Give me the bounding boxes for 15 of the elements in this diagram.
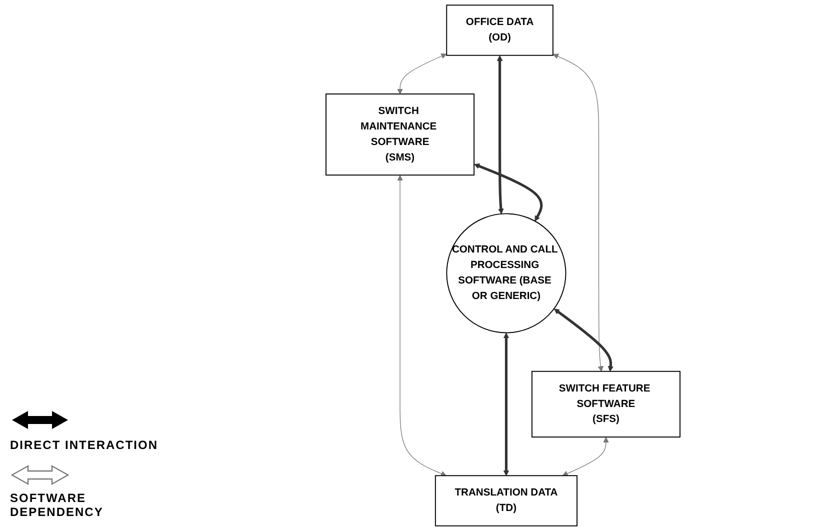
node-circle: CONTROL AND CALL PROCESSING SOFTWARE (BASE OR GENERIC) [446,213,566,334]
arrow [396,175,446,476]
legend-label: SOFTWARE DEPENDENCY [10,491,104,519]
node-box: SWITCH MAINTENANCE SOFTWARE (SMS) [325,93,474,176]
node-box: SWITCH FEATURE SOFTWARE (SFS) [530,370,680,438]
arrow [396,54,446,94]
arrow [496,55,504,214]
arrow [552,54,604,372]
arrow [553,308,613,372]
legend-label: DIRECT INTERACTION [10,438,158,452]
node-box: TRANSLATION DATA (TD) [434,475,577,526]
arrow [474,164,542,222]
arrow [502,332,509,476]
node-box: OFFICE DATA (OD) [446,4,553,56]
arrow [562,437,608,476]
